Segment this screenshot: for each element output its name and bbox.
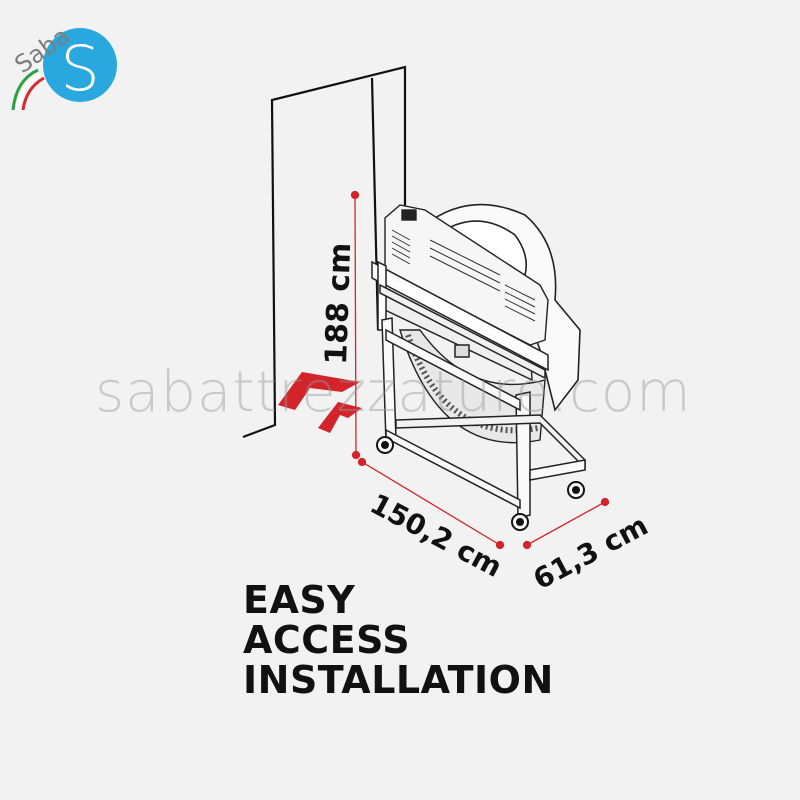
direction-arrows: [278, 372, 362, 433]
logo-stripe-green: [11, 68, 39, 111]
saba-logo: S Saba: [8, 10, 118, 111]
hub: [572, 486, 580, 494]
frame-bracket: [454, 344, 470, 358]
arrow-upper: [278, 372, 360, 410]
logo-circle: [43, 28, 117, 102]
power-switch: [401, 209, 417, 221]
housing-shell: [423, 203, 581, 412]
width-line-cap-left: [357, 457, 367, 467]
width-line: [361, 461, 501, 546]
machine-housing: [423, 203, 581, 412]
crossbar-top: [371, 260, 549, 372]
wheels: [376, 436, 585, 531]
doorway: [242, 65, 407, 439]
height-line-cap-top: [350, 190, 360, 200]
logo-stripe-red: [21, 76, 45, 111]
headline-line-2: ACCESS: [243, 618, 411, 662]
hub: [516, 518, 524, 526]
headline: EASY ACCESS INSTALLATION: [243, 580, 554, 700]
headline-line-3: INSTALLATION: [243, 658, 554, 702]
logo-letter: S: [60, 32, 99, 105]
watermark: sabattrezzature.com: [95, 360, 692, 425]
hub: [381, 441, 389, 449]
headline-line-1: EASY: [243, 578, 356, 622]
width-line-cap-right: [495, 540, 505, 550]
door-frame: [242, 65, 407, 439]
height-label: 188 cm: [319, 242, 358, 365]
stand: [381, 317, 586, 519]
vent-grill: [391, 229, 536, 322]
height-line: [354, 194, 357, 456]
crossbar-lower: [379, 283, 546, 380]
depth-line: [526, 501, 606, 546]
logo-stripe-white: [16, 72, 42, 111]
dimension-lines: [350, 190, 610, 550]
saba-logo-mark: S Saba: [10, 22, 117, 111]
width-label: 150,2 cm: [365, 487, 508, 584]
depth-line-cap-left: [522, 540, 532, 550]
leg-crossbar: [385, 328, 521, 412]
arrow-lower: [318, 402, 362, 433]
support-frame: [371, 260, 549, 380]
base-rail-front: [385, 428, 521, 510]
height-line-cap-bottom: [351, 450, 361, 460]
housing-handle: [443, 220, 528, 276]
base-rail-side: [529, 459, 586, 481]
door-inner-edge: [370, 77, 380, 331]
depth-line-cap-right: [600, 497, 610, 507]
